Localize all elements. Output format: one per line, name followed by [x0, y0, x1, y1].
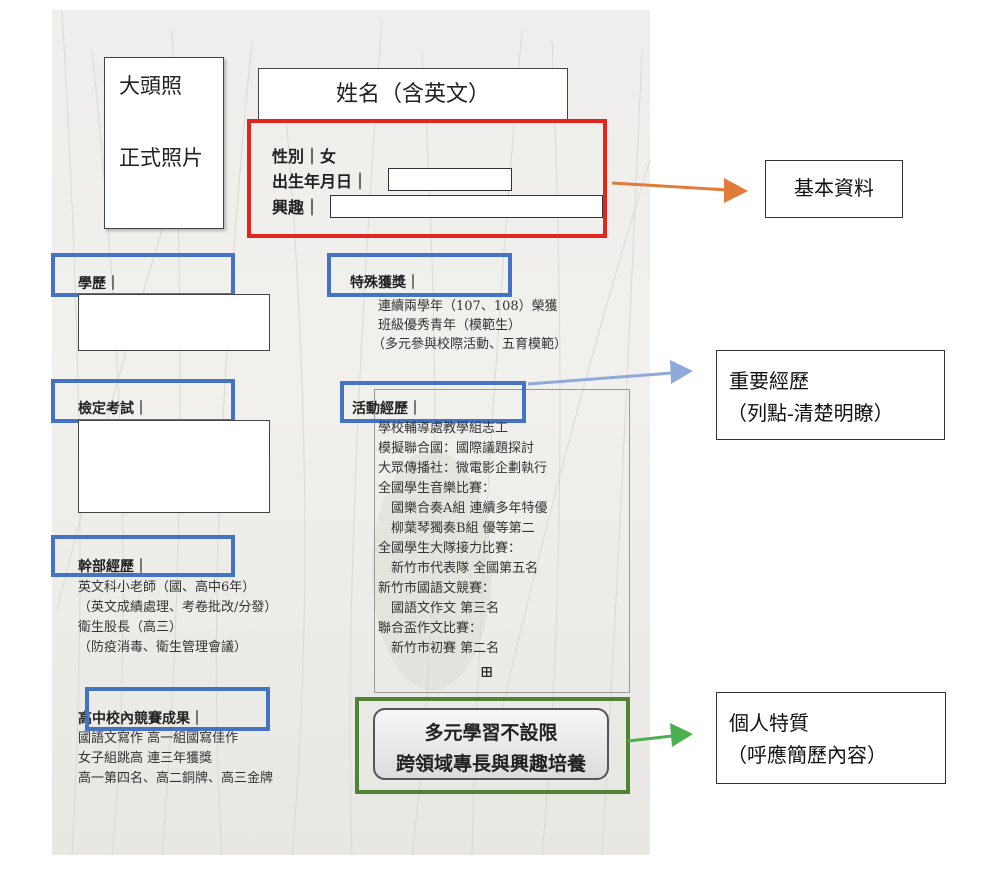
- activity-line-6: 柳葉琴獨奏B組 優等第二: [378, 521, 535, 536]
- awards-line-2: 班級優秀青年（模範生）: [378, 318, 522, 333]
- basic-info-highlight: [247, 119, 607, 238]
- activity-line-1: 學校輔導處教學組志工: [378, 421, 509, 436]
- cadre-line-2: （英文成績處理、考卷批改/分發）: [78, 600, 278, 615]
- basic-arrow-line: [611, 181, 729, 192]
- birthday-label: 出生年月日｜: [272, 172, 369, 191]
- competition-highlight: [85, 687, 270, 731]
- activity-line-9: 新竹市國語文競賽：: [378, 581, 496, 596]
- activity-line-4: 全國學生音樂比賽：: [378, 481, 496, 496]
- personal-callout-note: （呼應簡歷內容）: [727, 745, 887, 767]
- personal-arrow-line: [627, 734, 673, 743]
- education-field: [78, 294, 270, 351]
- photo-sublabel: 正式照片: [119, 146, 203, 170]
- activity-line-5: 國樂合奏A組 連續多年特優: [378, 501, 548, 516]
- cadre-line-4: （防疫消毒、衛生管理會議）: [78, 640, 248, 655]
- gender-text: 性別｜女: [272, 147, 337, 166]
- awards-line-1: 連續兩學年（107、108）榮獲: [378, 299, 558, 314]
- personal-callout-title: 個人特質: [729, 713, 809, 735]
- experience-arrow-head: [670, 360, 693, 384]
- basic-callout: 基本資料: [765, 160, 903, 218]
- activity-line-10: 國語文作文 第三名: [378, 601, 500, 616]
- personal-arrow-head: [670, 723, 693, 747]
- expand-icon[interactable]: ⊞: [480, 662, 494, 681]
- competition-line-3: 高一第四名、高二銅牌、高三金牌: [78, 771, 274, 786]
- activity-line-12: 新竹市初賽 第二名: [378, 641, 500, 656]
- competition-line-1: 國語文寫作 高一組國寫佳作: [78, 731, 239, 746]
- name-field: 姓名（含英文）: [258, 68, 568, 120]
- cadre-highlight: [51, 535, 235, 577]
- activity-line-11: 聯合盃作文比賽：: [378, 621, 483, 636]
- awards-heading: 特殊獲獎｜: [350, 275, 420, 291]
- activity-line-2: 模擬聯合國：國際議題探討: [378, 441, 535, 456]
- hobby-field: [330, 195, 603, 218]
- competition-line-2: 女子組跳高 連三年獲獎: [78, 751, 213, 766]
- cadre-heading: 幹部經歷｜: [78, 559, 148, 575]
- competition-heading: 高中校內競賽成果｜: [78, 711, 204, 727]
- experience-callout: 重要經歷 （列點-清楚明瞭）: [716, 350, 945, 440]
- education-heading: 學歷｜: [78, 276, 120, 292]
- basic-arrow-head: [724, 178, 748, 203]
- activity-line-7: 全國學生大隊接力比賽：: [378, 541, 522, 556]
- photo-placeholder: 大頭照 正式照片: [104, 57, 224, 229]
- experience-callout-note: （列點-清楚明瞭）: [727, 403, 894, 425]
- exam-field: [78, 420, 270, 513]
- birthday-field: [388, 168, 512, 191]
- banner-line-1: 多元學習不設限: [424, 722, 558, 744]
- motto-banner: 多元學習不設限 跨領域專長與興趣培養: [373, 708, 609, 780]
- awards-line-3: （多元參與校際活動、五育模範）: [372, 337, 568, 352]
- activities-heading: 活動經歷｜: [352, 401, 422, 417]
- hobby-label: 興趣｜: [272, 198, 321, 217]
- cadre-line-3: 衛生股長（高三）: [78, 620, 183, 635]
- banner-line-2: 跨領域專長與興趣培養: [395, 753, 586, 775]
- cadre-line-1: 英文科小老師（國、高中6年）: [78, 580, 256, 595]
- experience-arrow-line: [527, 371, 673, 386]
- awards-highlight: [327, 253, 512, 297]
- exam-heading: 檢定考試｜: [78, 401, 148, 417]
- experience-callout-title: 重要經歷: [729, 371, 809, 393]
- photo-label: 大頭照: [119, 74, 182, 98]
- personal-callout: 個人特質 （呼應簡歷內容）: [716, 692, 946, 784]
- activities-highlight: [340, 381, 526, 423]
- activities-frame: [374, 389, 630, 693]
- personal-highlight: [355, 697, 630, 794]
- activity-line-3: 大眾傳播社：微電影企劃執行: [378, 461, 548, 476]
- activity-line-8: 新竹市代表隊 全國第五名: [378, 561, 539, 576]
